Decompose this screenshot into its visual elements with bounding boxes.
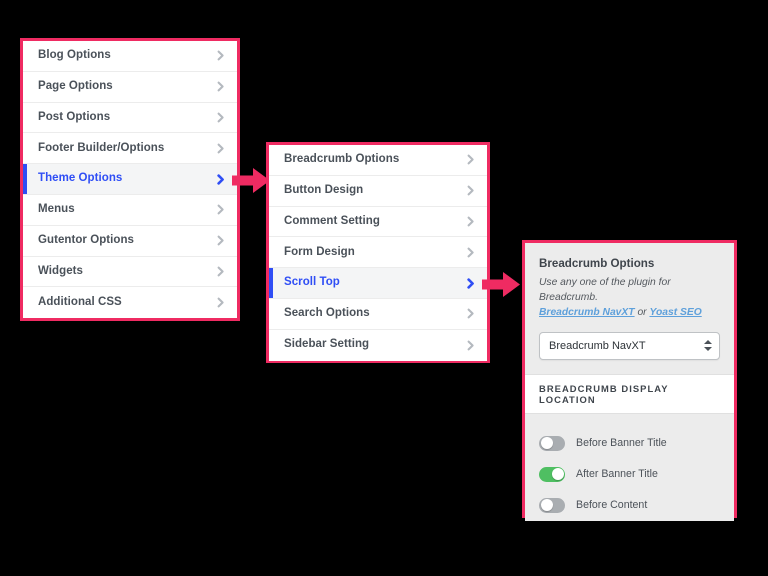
toggle-row-before-content: Before Content [525, 490, 734, 521]
submenu-item-sidebar-setting[interactable]: Sidebar Setting [269, 329, 487, 361]
chevron-right-icon [465, 247, 476, 258]
sidebar-item-theme-options[interactable]: Theme Options [23, 164, 237, 195]
toggle-knob [551, 468, 564, 481]
sidebar-item-label: Menus [38, 203, 75, 216]
page-title: Breadcrumb Options [539, 257, 655, 270]
toggle-before-banner-title[interactable] [539, 435, 565, 451]
chevron-right-icon [215, 204, 226, 215]
toggle-knob [540, 437, 553, 450]
breadcrumb-plugin-select[interactable]: Breadcrumb NavXT [539, 331, 720, 360]
chevron-right-icon [465, 154, 476, 165]
chevron-right-icon [215, 266, 226, 277]
submenu-item-label: Form Design [284, 245, 355, 258]
submenu-item-label: Breadcrumb Options [284, 153, 400, 166]
stepper-up-arrow [703, 340, 712, 345]
theme-options-submenu-list: Breadcrumb Options Button Design Comment… [269, 145, 487, 361]
sidebar-item-label: Footer Builder/Options [38, 141, 165, 154]
chevron-right-icon [215, 81, 226, 92]
sidebar-item-label: Theme Options [38, 172, 123, 185]
breadcrumb-plugin-select-wrap: Breadcrumb NavXT [539, 331, 720, 360]
chevron-right-icon [465, 216, 476, 227]
chevron-right-icon [465, 308, 476, 319]
section-spacer [525, 359, 734, 374]
flow-arrow-menu-to-submenu [232, 167, 270, 194]
sidebar-item-page-options[interactable]: Page Options [23, 71, 237, 103]
sidebar-item-label: Blog Options [38, 49, 111, 62]
flow-arrow-submenu-to-detail [482, 271, 520, 298]
sidebar-item-footer-builder-options[interactable]: Footer Builder/Options [23, 133, 237, 165]
link-conjunction: or [634, 306, 650, 318]
breadcrumb-plugin-select-value: Breadcrumb NavXT [549, 339, 646, 352]
toggle-knob [540, 499, 553, 512]
sidebar-item-post-options[interactable]: Post Options [23, 102, 237, 134]
chevron-right-icon [215, 173, 226, 185]
theme-options-submenu-panel: Breadcrumb Options Button Design Comment… [266, 142, 490, 363]
sidebar-item-menus[interactable]: Menus [23, 194, 237, 226]
toggle-before-content[interactable] [539, 497, 565, 513]
chevron-right-icon [215, 297, 226, 308]
toggle-label: Before Banner Title [576, 436, 667, 449]
submenu-item-comment-setting[interactable]: Comment Setting [269, 206, 487, 238]
chevron-right-icon [465, 340, 476, 351]
sidebar-item-widgets[interactable]: Widgets [23, 256, 237, 288]
chevron-right-icon [465, 277, 476, 289]
submenu-item-form-design[interactable]: Form Design [269, 237, 487, 269]
stepper-up-down-icon[interactable] [703, 338, 712, 354]
toggle-row-after-banner-title: After Banner Title [525, 459, 734, 490]
breadcrumb-options-panel: Breadcrumb Options Use any one of the pl… [522, 240, 737, 521]
sidebar-item-gutentor-options[interactable]: Gutentor Options [23, 225, 237, 257]
submenu-item-label: Sidebar Setting [284, 338, 370, 351]
sidebar-item-label: Widgets [38, 264, 83, 277]
breadcrumb-description: Use any one of the plugin for Breadcrumb… [539, 276, 720, 321]
toggle-row-before-banner-title: Before Banner Title [525, 428, 734, 459]
toggle-label: Before Content [576, 498, 648, 511]
submenu-item-search-options[interactable]: Search Options [269, 298, 487, 330]
chevron-right-icon [215, 235, 226, 246]
sidebar-item-label: Page Options [38, 79, 113, 92]
theme-settings-menu-list: Blog Options Page Options Post Options F… [23, 41, 237, 319]
submenu-item-label: Button Design [284, 183, 364, 196]
link-yoast-seo[interactable]: Yoast SEO [649, 306, 702, 318]
submenu-item-breadcrumb-options[interactable]: Breadcrumb Options [269, 145, 487, 176]
chevron-right-icon [465, 185, 476, 196]
sidebar-item-label: Gutentor Options [38, 233, 134, 246]
breadcrumb-display-location-toggles: Before Banner Title After Banner Title B… [525, 413, 734, 521]
breadcrumb-description-text: Use any one of the plugin for Breadcrumb… [539, 276, 671, 303]
sidebar-item-blog-options[interactable]: Blog Options [23, 41, 237, 72]
toggle-after-banner-title[interactable] [539, 466, 565, 482]
chevron-right-icon [215, 112, 226, 123]
submenu-item-scroll-top[interactable]: Scroll Top [269, 268, 487, 299]
stepper-down-arrow [703, 347, 712, 352]
breadcrumb-options-header: Breadcrumb Options Use any one of the pl… [525, 243, 734, 321]
sidebar-item-additional-css[interactable]: Additional CSS [23, 287, 237, 319]
sidebar-item-label: Post Options [38, 110, 111, 123]
sidebar-item-label: Additional CSS [38, 296, 122, 309]
submenu-item-label: Search Options [284, 307, 370, 320]
submenu-item-label: Comment Setting [284, 214, 380, 227]
toggle-label: After Banner Title [576, 467, 658, 480]
breadcrumb-display-location-header: Breadcrumb Display Location [525, 373, 734, 414]
link-breadcrumb-navxt[interactable]: Breadcrumb NavXT [539, 306, 635, 318]
submenu-item-label: Scroll Top [284, 276, 340, 289]
submenu-item-button-design[interactable]: Button Design [269, 175, 487, 207]
chevron-right-icon [215, 143, 226, 154]
theme-settings-menu-panel: Blog Options Page Options Post Options F… [20, 38, 240, 321]
chevron-right-icon [215, 50, 226, 61]
